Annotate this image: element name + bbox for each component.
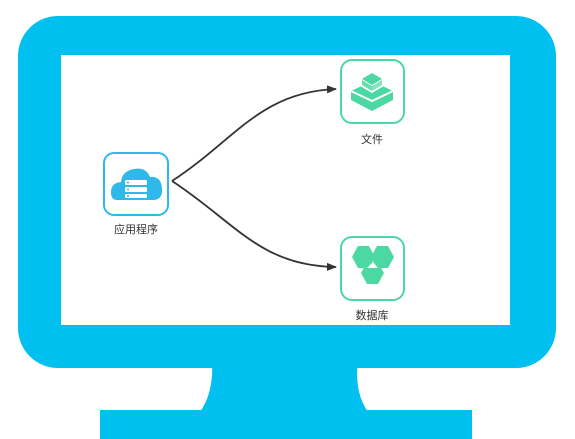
database-node — [340, 236, 405, 301]
database-node-label: 数据库 — [355, 309, 389, 322]
arrow-app-to-database — [171, 180, 337, 271]
hexagon-cluster-icon — [352, 246, 394, 284]
file-node-label: 文件 — [361, 133, 383, 146]
arrow-app-to-file — [171, 85, 337, 182]
file-node — [340, 59, 405, 124]
app-node — [103, 152, 169, 216]
cloud-server-icon — [111, 168, 163, 200]
layered-box-icon — [350, 72, 394, 111]
app-node-label: 应用程序 — [114, 223, 158, 236]
monitor-stand-neck — [200, 360, 368, 412]
monitor-stand-base — [100, 410, 472, 439]
